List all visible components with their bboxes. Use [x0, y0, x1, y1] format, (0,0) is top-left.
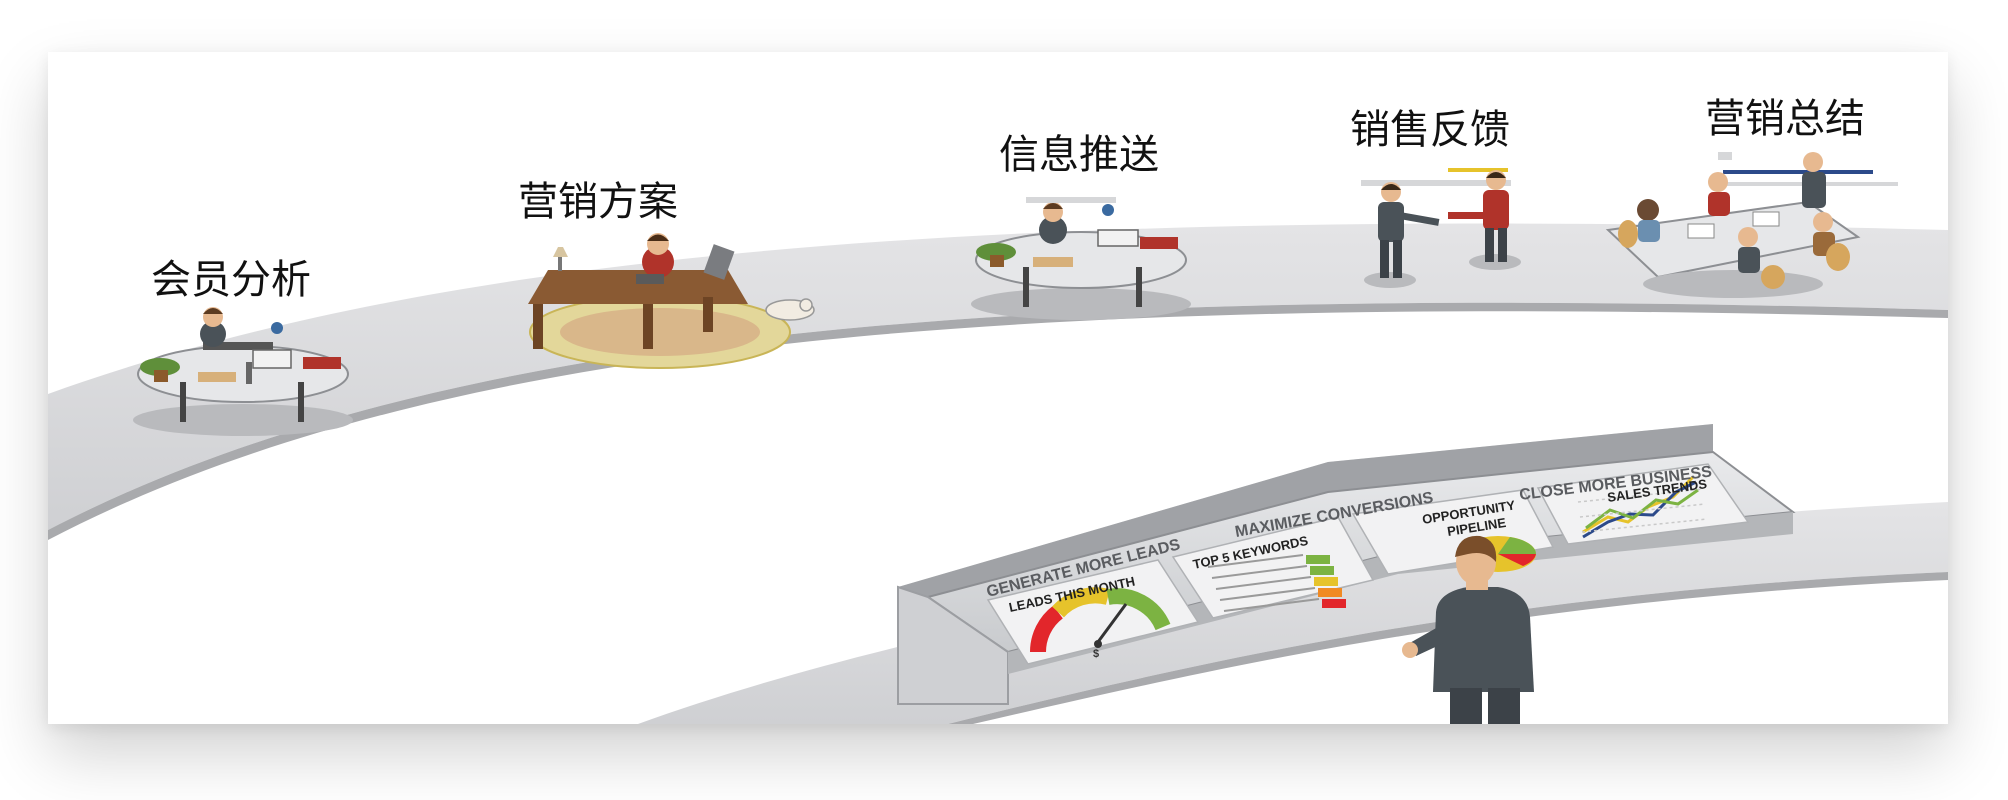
stage-label-info-push: 信息推送 — [999, 132, 1159, 178]
sales-trend-lines — [1577, 475, 1708, 539]
stage-label-sales-feedback: 销售反馈 — [1350, 107, 1510, 153]
gauge-dollar-symbol: $ — [1093, 648, 1099, 660]
gauge-yellow-arc — [1052, 587, 1111, 618]
dashboard-console: GENERATE MORE LEADS MAXIMIZE CONVERSIONS… — [897, 424, 1796, 705]
scene-marketing-summary — [1605, 152, 1898, 298]
scene-marketing-plan — [528, 233, 815, 369]
stage-label-member-analysis: 会员分析 — [151, 257, 311, 303]
stage-label-marketing-plan: 营销方案 — [518, 179, 678, 225]
sales-process-illustration: GENERATE MORE LEADS MAXIMIZE CONVERSIONS… — [48, 152, 1948, 724]
illustration-card: GENERATE MORE LEADS MAXIMIZE CONVERSIONS… — [48, 52, 1948, 724]
stage-label-marketing-summary: 营销总结 — [1705, 96, 1865, 142]
scene-info-push — [971, 197, 1191, 320]
scene-member-analysis — [133, 307, 353, 436]
gauge-green-arc — [1106, 588, 1171, 631]
scene-sales-feedback — [1361, 168, 1521, 288]
keyword-bars — [1207, 554, 1346, 612]
gauge-red-arc — [1030, 605, 1064, 653]
businessman-figure — [1402, 535, 1534, 724]
upper-track — [48, 223, 1948, 530]
